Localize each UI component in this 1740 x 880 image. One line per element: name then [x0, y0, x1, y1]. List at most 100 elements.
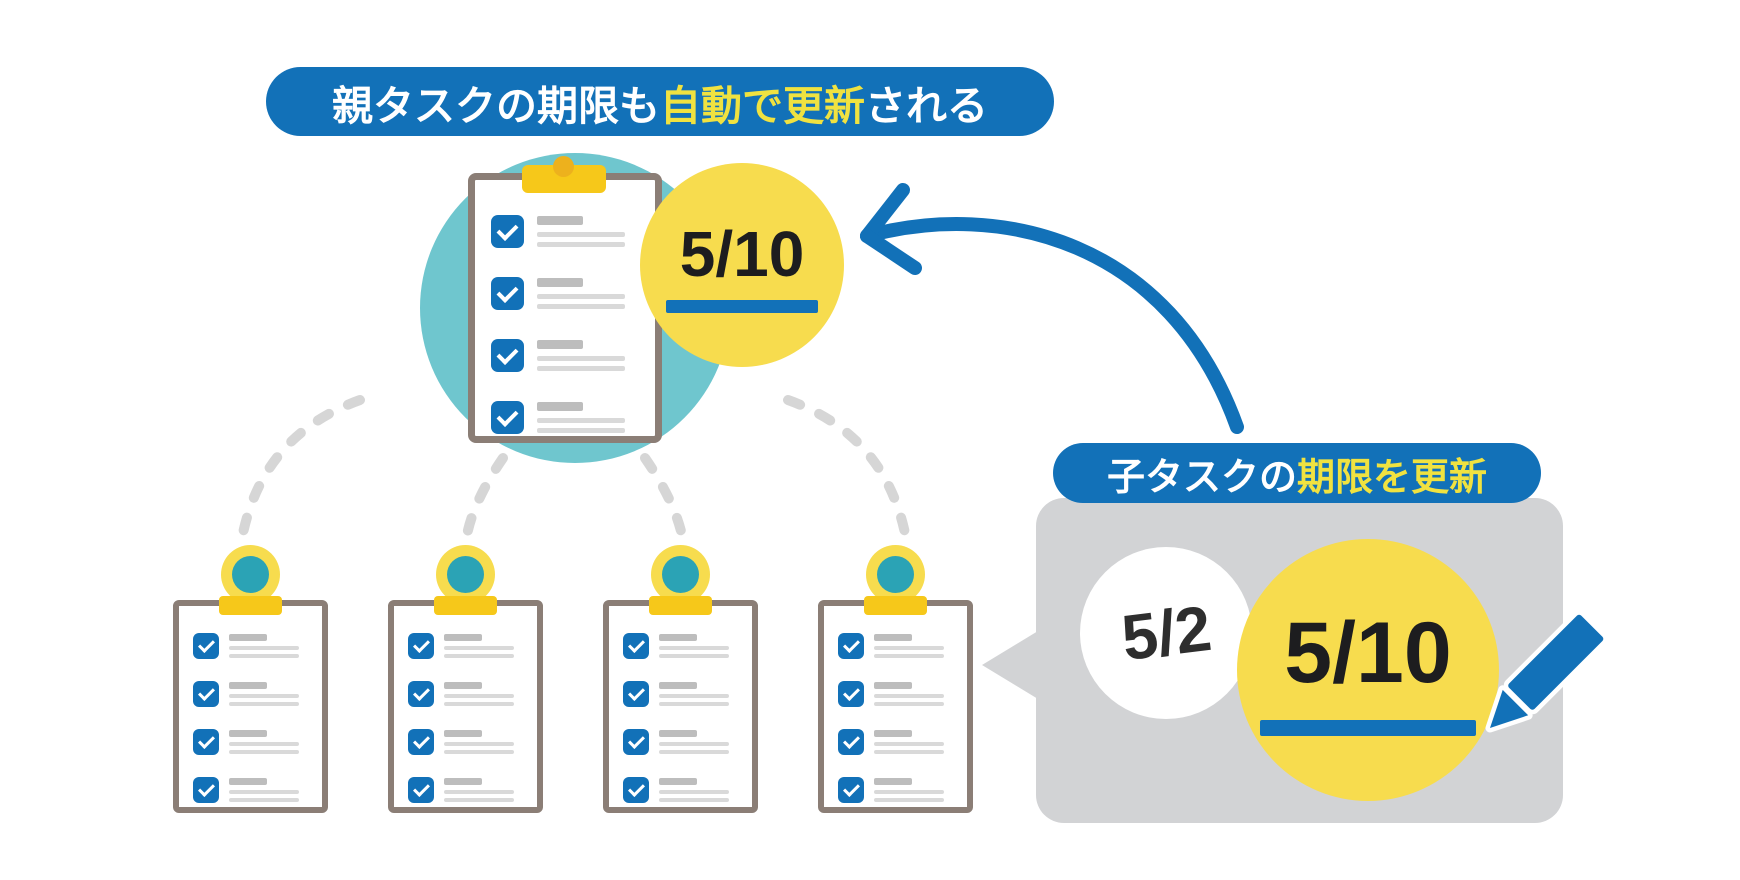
parent-banner: 親タスクの期限も自動で更新される: [266, 67, 1054, 136]
checklist-row: [838, 633, 944, 662]
checkmark-icon: [842, 636, 860, 653]
checklist-row: [623, 729, 729, 758]
connector-child-2: [461, 453, 508, 545]
checklist-row: [408, 633, 514, 662]
text-line: [659, 682, 697, 689]
connector-child-3: [640, 453, 688, 545]
text-line: [874, 646, 944, 650]
checklist-row: [408, 777, 514, 806]
text-line: [444, 730, 482, 737]
text-line: [229, 646, 299, 650]
task-text-lines: [874, 729, 944, 758]
checkmark-icon: [197, 732, 215, 749]
text-line: [444, 654, 514, 658]
text-line: [874, 778, 912, 785]
checkmark-icon: [197, 636, 215, 653]
pin-inner-circle: [877, 556, 914, 593]
checkmark-icon: [412, 636, 430, 653]
task-text-lines: [659, 729, 729, 758]
child-clipboard-icon: [173, 545, 328, 813]
text-line: [659, 790, 729, 794]
text-line: [229, 694, 299, 698]
checkbox-checked-icon: [838, 633, 864, 659]
text-line: [874, 694, 944, 698]
connector-child-4: [783, 395, 911, 543]
checkbox-checked-icon: [408, 681, 434, 707]
text-line: [659, 646, 729, 650]
checkbox-checked-icon: [623, 633, 649, 659]
checklist-row: [193, 681, 299, 710]
text-line: [229, 682, 267, 689]
checklist-row: [491, 401, 625, 438]
child-clipboard-clip: [434, 596, 497, 615]
checkmark-icon: [627, 732, 645, 749]
checkbox-checked-icon: [838, 729, 864, 755]
text-line: [874, 702, 944, 706]
checkmark-icon: [197, 684, 215, 701]
old-date-badge: 5/2: [1080, 547, 1252, 719]
text-line: [537, 428, 625, 433]
parent-due-date: 5/10: [679, 218, 805, 290]
child-banner-text-highlight: 期限を更新: [1297, 456, 1488, 499]
checkbox-checked-icon: [623, 681, 649, 707]
text-line: [659, 694, 729, 698]
text-line: [444, 778, 482, 785]
text-line: [444, 790, 514, 794]
checkmark-icon: [627, 684, 645, 701]
text-line: [874, 730, 912, 737]
text-line: [874, 654, 944, 658]
parent-due-date-badge: 5/10: [640, 163, 844, 367]
child-clipboard-icon: [603, 545, 758, 813]
checklist-row: [491, 277, 625, 314]
new-date-badge: 5/10: [1237, 539, 1499, 801]
checklist-row: [408, 729, 514, 758]
speech-bubble-tail: [982, 631, 1038, 699]
task-text-lines: [229, 729, 299, 758]
checkbox-checked-icon: [623, 729, 649, 755]
text-line: [874, 634, 912, 641]
text-line: [537, 216, 583, 225]
text-line: [537, 340, 583, 349]
checklist-row: [408, 681, 514, 710]
task-text-lines: [229, 681, 299, 710]
checkbox-checked-icon: [491, 277, 524, 310]
child-clipboard-clip: [649, 596, 712, 615]
checkbox-checked-icon: [838, 777, 864, 803]
checklist-row: [193, 633, 299, 662]
checkbox-checked-icon: [193, 729, 219, 755]
text-line: [229, 790, 299, 794]
checkmark-icon: [842, 732, 860, 749]
checkbox-checked-icon: [838, 681, 864, 707]
person-pin-icon: [866, 545, 925, 604]
child-clipboard-clip: [219, 596, 282, 615]
checkbox-checked-icon: [193, 777, 219, 803]
task-text-lines: [444, 633, 514, 662]
new-date-underline: [1260, 720, 1476, 736]
checklist-row: [623, 633, 729, 662]
text-line: [444, 646, 514, 650]
text-line: [659, 798, 729, 802]
text-line: [229, 798, 299, 802]
text-line: [537, 366, 625, 371]
checkbox-checked-icon: [623, 777, 649, 803]
text-line: [229, 750, 299, 754]
checkmark-icon: [412, 780, 430, 797]
task-text-lines: [874, 777, 944, 806]
parent-banner-text-pre: 親タスクの期限も: [332, 82, 660, 129]
text-line: [659, 702, 729, 706]
child-clipboard-icon: [818, 545, 973, 813]
task-text-lines: [659, 777, 729, 806]
checkmark-icon: [496, 218, 519, 241]
checkmark-icon: [842, 780, 860, 797]
child-clipboard-icon: [388, 545, 543, 813]
text-line: [537, 418, 625, 423]
person-pin-icon: [651, 545, 710, 604]
text-line: [537, 304, 625, 309]
checklist-row: [838, 777, 944, 806]
child-clipboard-clip: [864, 596, 927, 615]
parent-banner-text-highlight: 自動で更新: [660, 82, 865, 129]
checklist-row: [623, 777, 729, 806]
child-tasks-row: [173, 545, 973, 813]
